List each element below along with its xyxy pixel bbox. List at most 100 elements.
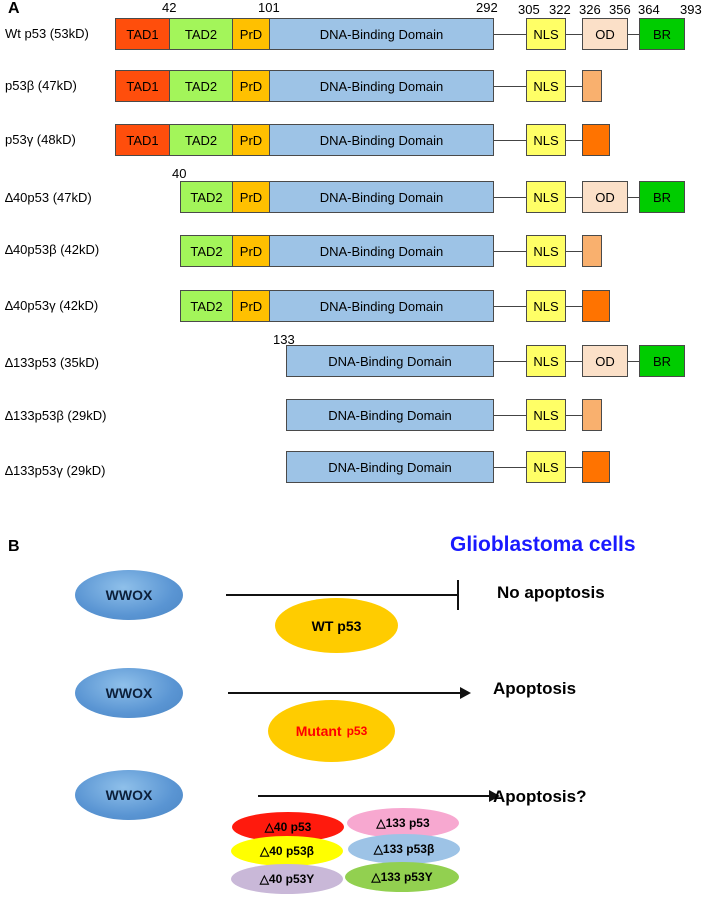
dna-binding-domain: DNA-Binding Domain [286,451,494,483]
isoform-pill: △133 p53β [348,834,460,864]
dna-binding-domain: DNA-Binding Domain [269,70,494,102]
wwox-oval: WWOX [75,668,183,718]
position-label: 42 [162,0,177,15]
linker-line [566,467,582,468]
p53-label: p53 [346,724,368,738]
wwox-oval: WWOX [75,770,183,820]
od-domain: OD [582,181,628,213]
arrowhead-icon [489,790,500,802]
prd-domain: PrD [232,70,270,102]
tad2-domain: TAD2 [180,181,233,213]
position-label: 305 [518,2,540,17]
wt-p53-oval: WT p53 [275,598,398,653]
arrowhead-icon [460,687,471,699]
tad2-domain: TAD2 [180,290,233,322]
outcome-label: No apoptosis [497,583,605,602]
linker-line [566,361,582,362]
linker-line [566,140,582,141]
linker-line [628,361,639,362]
panel-b-letter: B [8,538,20,555]
mutant-label: Mutant [295,723,342,739]
position-label: 393 [680,2,702,17]
gamma-tail-domain [582,451,610,483]
tad2-domain: TAD2 [169,124,233,156]
isoform-label: p53β (47kD) [5,78,77,93]
prd-domain: PrD [232,235,270,267]
isoform-label: ∆133p53γ (29kD) [5,463,106,478]
linker-line [628,197,639,198]
isoform-pill: △40 p53β [231,836,343,866]
nls-domain: NLS [526,70,566,102]
linker-line [566,34,582,35]
linker-line [566,306,582,307]
position-label: 292 [476,0,498,15]
br-domain: BR [639,181,685,213]
unknown-effect-arrow-line [258,795,490,797]
tad2-domain: TAD2 [169,18,233,50]
od-domain: OD [582,345,628,377]
position-label: 326 [579,2,601,17]
linker-line [628,34,639,35]
position-label: 40 [172,166,187,181]
prd-domain: PrD [232,124,270,156]
linker-line [566,197,582,198]
nls-domain: NLS [526,290,566,322]
nls-domain: NLS [526,124,566,156]
dna-binding-domain: DNA-Binding Domain [286,345,494,377]
isoform-label: p53γ (48kD) [5,132,76,147]
isoform-pill: △133 p53 [347,808,459,838]
inhibition-bar [457,580,459,610]
linker-line [494,197,526,198]
nls-domain: NLS [526,18,566,50]
beta-tail-domain [582,235,602,267]
tad2-domain: TAD2 [169,70,233,102]
linker-line [566,415,582,416]
dna-binding-domain: DNA-Binding Domain [269,18,494,50]
position-label: 133 [273,332,295,347]
prd-domain: PrD [232,290,270,322]
outcome-label: Apoptosis? [493,787,587,806]
dna-binding-domain: DNA-Binding Domain [269,290,494,322]
position-label: 356 [609,2,631,17]
panel-a-letter: A [8,0,20,17]
wwox-oval: WWOX [75,570,183,620]
position-label: 364 [638,2,660,17]
nls-domain: NLS [526,451,566,483]
linker-line [494,467,526,468]
mutant-p53-oval: Mutant p53 [268,700,395,762]
isoform-pill: △40 p53Y [231,864,343,894]
isoform-pill: △133 p53Y [345,862,459,892]
isoform-label: ∆40p53γ (42kD) [5,298,99,313]
od-domain: OD [582,18,628,50]
br-domain: BR [639,18,685,50]
tad2-domain: TAD2 [180,235,233,267]
isoform-label: ∆40p53 (47kD) [5,190,92,205]
dna-binding-domain: DNA-Binding Domain [269,124,494,156]
nls-domain: NLS [526,235,566,267]
tad1-domain: TAD1 [115,18,170,50]
linker-line [494,140,526,141]
diagram-title: Glioblastoma cells [450,533,636,556]
inhibition-line [226,594,458,596]
beta-tail-domain [582,70,602,102]
prd-domain: PrD [232,18,270,50]
gamma-tail-domain [582,290,610,322]
isoform-label: ∆133p53β (29kD) [5,408,107,423]
linker-line [494,361,526,362]
outcome-label: Apoptosis [493,679,577,698]
tad1-domain: TAD1 [115,70,170,102]
gamma-tail-domain [582,124,610,156]
beta-tail-domain [582,399,602,431]
linker-line [494,86,526,87]
isoform-label: Wt p53 (53kD) [5,26,89,41]
isoform-label: ∆133p53 (35kD) [5,355,99,370]
dna-binding-domain: DNA-Binding Domain [286,399,494,431]
br-domain: BR [639,345,685,377]
position-label: 101 [258,0,280,15]
position-label: 322 [549,2,571,17]
linker-line [566,251,582,252]
linker-line [494,415,526,416]
prd-domain: PrD [232,181,270,213]
nls-domain: NLS [526,345,566,377]
dna-binding-domain: DNA-Binding Domain [269,181,494,213]
